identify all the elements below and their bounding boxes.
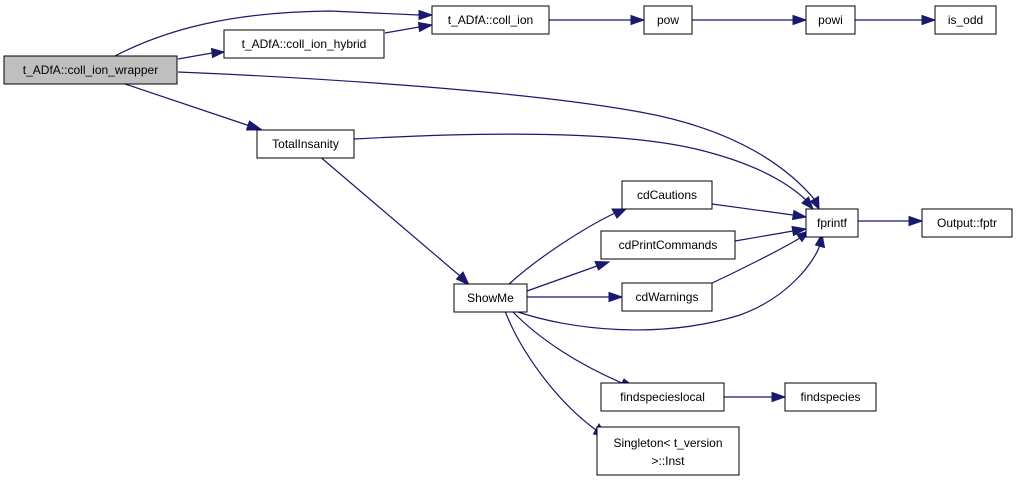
node-showme[interactable]: ShowMe	[453, 283, 528, 313]
node-is-odd[interactable]: is_odd	[934, 5, 997, 35]
svg-text:cdWarnings: cdWarnings	[636, 290, 699, 304]
node-singleton-inst[interactable]: Singleton< t_version >::Inst	[596, 426, 740, 476]
node-cdprintcommands[interactable]: cdPrintCommands	[600, 230, 736, 260]
singleton-label-line-1: Singleton< t_version	[613, 436, 722, 450]
svg-text:pow: pow	[657, 13, 679, 27]
svg-text:t_ADfA::coll_ion_hybrid: t_ADfA::coll_ion_hybrid	[242, 37, 367, 51]
edge-totalinsanity-to-showme	[317, 154, 471, 287]
node-cdwarnings[interactable]: cdWarnings	[621, 282, 713, 312]
edge-showme-to-cdwarnings	[527, 291, 624, 303]
edge-wrapper-to-fprintf	[177, 71, 820, 211]
node-coll-ion-wrapper[interactable]: t_ADfA::coll_ion_wrapper	[3, 55, 178, 85]
svg-text:is_odd: is_odd	[948, 13, 983, 27]
edge-coll-ion-to-pow	[549, 14, 646, 26]
edge-powi-to-is-odd	[855, 14, 937, 26]
edge-totalinsanity-to-fprintf	[353, 133, 814, 211]
edge-showme-to-cdcautions	[507, 208, 628, 286]
edge-cdcautions-to-fprintf	[711, 203, 808, 221]
svg-text:powi: powi	[818, 13, 843, 27]
edge-fprintf-to-output-fptr	[858, 215, 924, 227]
node-output-fptr[interactable]: Output::fptr	[921, 208, 1013, 238]
node-findspecieslocal[interactable]: findspecieslocal	[600, 382, 725, 412]
edge-wrapper-to-hybrid	[177, 47, 226, 60]
edge-findspecieslocal-to-findspecies	[724, 391, 787, 403]
edge-wrapper-to-totalinsanity	[124, 83, 264, 131]
svg-text:findspecies: findspecies	[800, 390, 860, 404]
edge-cdprintcommands-to-fprintf	[734, 225, 808, 242]
edges	[114, 9, 937, 437]
svg-text:TotalInsanity: TotalInsanity	[272, 137, 339, 151]
svg-text:ShowMe: ShowMe	[467, 291, 514, 305]
edge-showme-to-singleton	[504, 310, 607, 437]
svg-text:Output::fptr: Output::fptr	[937, 216, 997, 230]
svg-text:t_ADfA::coll_ion: t_ADfA::coll_ion	[448, 13, 533, 27]
svg-text:t_ADfA::coll_ion_wrapper: t_ADfA::coll_ion_wrapper	[23, 63, 158, 77]
edge-hybrid-to-coll-ion	[384, 21, 434, 34]
node-powi[interactable]: powi	[805, 5, 856, 35]
node-coll-ion-hybrid[interactable]: t_ADfA::coll_ion_hybrid	[223, 29, 385, 59]
edge-showme-to-cdprintcommands	[526, 260, 611, 292]
svg-text:cdCautions: cdCautions	[637, 188, 697, 202]
svg-text:fprintf: fprintf	[817, 216, 848, 230]
node-findspecies[interactable]: findspecies	[784, 382, 877, 412]
edge-showme-to-findspecieslocal	[511, 310, 636, 388]
node-cdcautions[interactable]: cdCautions	[621, 180, 713, 210]
svg-text:cdPrintCommands: cdPrintCommands	[619, 238, 718, 252]
svg-text:findspecieslocal: findspecieslocal	[620, 390, 705, 404]
node-fprintf[interactable]: fprintf	[805, 208, 859, 238]
node-coll-ion[interactable]: t_ADfA::coll_ion	[431, 5, 550, 35]
singleton-label-line-2: >::Inst	[651, 454, 685, 468]
node-pow[interactable]: pow	[643, 5, 693, 35]
edge-pow-to-powi	[692, 14, 808, 26]
edge-wrapper-to-coll-ion	[114, 9, 434, 57]
node-totalinsanity[interactable]: TotalInsanity	[256, 129, 355, 159]
